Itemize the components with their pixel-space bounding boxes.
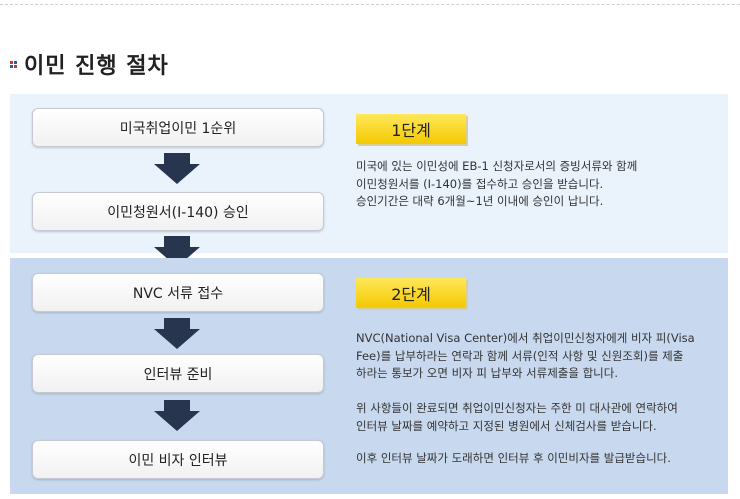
- description-line: 인터뷰 날짜를 예약하고 지정된 병원에서 신체검사를 받습니다.: [356, 418, 657, 433]
- stage-2-paragraph-3: 이후 인터뷰 날짜가 도래하면 인터뷰 후 이민비자를 발급받습니다.: [356, 450, 724, 468]
- description-line: Fee)를 납부하라는 연락과 함께 서류(인적 사항 및 신원조회)를 제출: [356, 348, 684, 363]
- step-interview-prep: 인터뷰 준비: [32, 354, 324, 393]
- description-line: NVC(National Visa Center)에서 취업이민신청자에게 비자…: [356, 331, 695, 345]
- stage-1-panel: 미국취업이민 1순위 이민청원서(I-140) 승인 1단계 미국에 있는 이민…: [10, 94, 728, 253]
- bullet-square: [10, 64, 13, 68]
- description-line: 미국에 있는 이민성에 EB-1 신청자로서의 증빙서류와 함께: [356, 159, 638, 173]
- description-line: 이민청원서를 (I-140)를 접수하고 승인을 받습니다.: [356, 176, 604, 191]
- down-arrow-icon: [154, 153, 200, 185]
- page-heading: 이민 진행 절차: [10, 46, 169, 82]
- bullet-square: [10, 60, 13, 64]
- down-arrow-icon: [154, 400, 200, 432]
- heading-bullet-icon: [10, 60, 17, 68]
- stage-1-badge: 1단계: [356, 114, 466, 144]
- stage-1-description: 미국에 있는 이민성에 EB-1 신청자로서의 증빙서류와 함께 이민청원서를 …: [356, 158, 724, 211]
- description-line: 하라는 통보가 오면 비자 피 납부와 서류제출을 합니다.: [356, 366, 619, 380]
- step-nvc-documents: NVC 서류 접수: [32, 273, 324, 312]
- down-arrow-icon: [154, 318, 200, 350]
- stage-2-panel: NVC 서류 접수 인터뷰 준비 이민 비자 인터뷰 2단계 NVC(Natio…: [10, 258, 728, 494]
- description-line: 위 사항들이 완료되면 취업이민신청자는 주한 미 대사관에 연락하여: [356, 401, 678, 415]
- description-line: 이후 인터뷰 날짜가 도래하면 인터뷰 후 이민비자를 발급받습니다.: [356, 451, 671, 465]
- stage-2-paragraph-1: NVC(National Visa Center)에서 취업이민신청자에게 비자…: [356, 330, 724, 383]
- description-line: 승인기간은 대략 6개월~1년 이내에 승인이 납니다.: [356, 194, 604, 208]
- top-divider: [0, 4, 740, 5]
- bullet-square: [14, 64, 17, 68]
- stage-2-badge: 2단계: [356, 278, 466, 308]
- step-eb1-priority: 미국취업이민 1순위: [32, 108, 324, 147]
- step-visa-interview: 이민 비자 인터뷰: [32, 440, 324, 479]
- page-title: 이민 진행 절차: [24, 54, 169, 79]
- stage-2-paragraph-2: 위 사항들이 완료되면 취업이민신청자는 주한 미 대사관에 연락하여 인터뷰 …: [356, 400, 724, 435]
- bullet-square: [14, 60, 17, 64]
- step-i140-approval: 이민청원서(I-140) 승인: [32, 192, 324, 231]
